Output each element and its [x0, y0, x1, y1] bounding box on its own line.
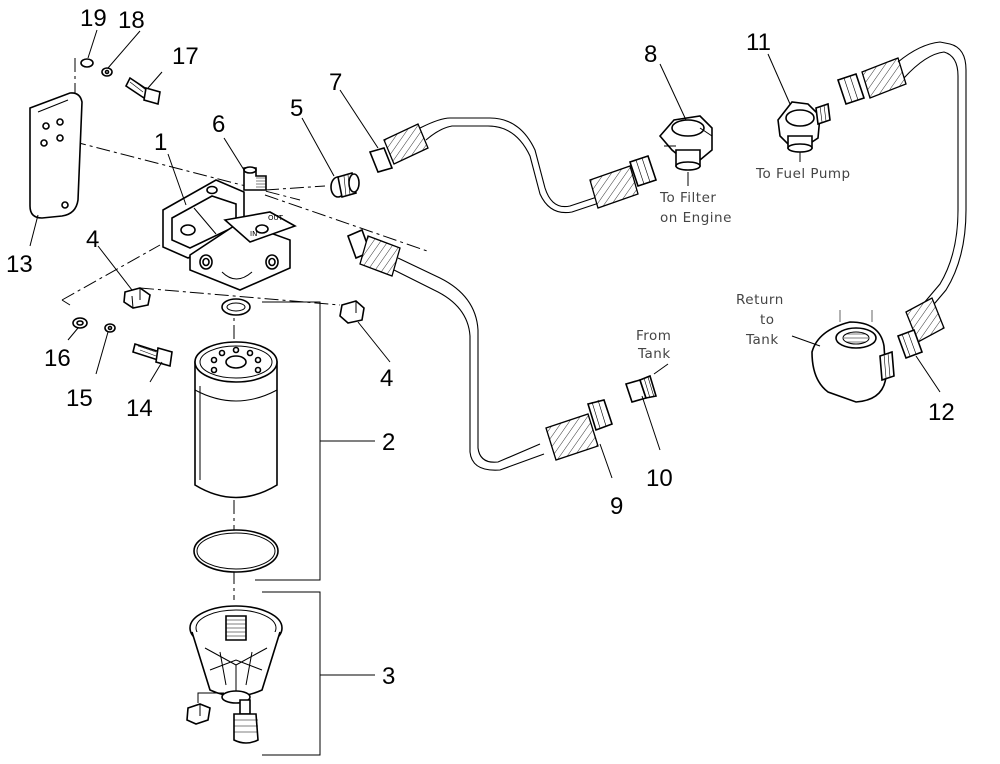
adapter-fitting-5: [330, 171, 360, 199]
return-tank-fitting: [811, 310, 895, 403]
callout-10: 10: [646, 465, 673, 492]
from-tank-label-line1: From: [636, 328, 671, 344]
plug-4-left: [123, 287, 151, 309]
annotations: To Filter on Engine To Fuel Pump From Ta…: [636, 166, 851, 362]
svg-text:IN: IN: [250, 230, 257, 238]
callout-16: 16: [44, 345, 71, 372]
filter-element: [193, 298, 279, 573]
from-tank-label-line2: Tank: [637, 346, 671, 362]
callout-14: 14: [126, 395, 153, 422]
to-filter-label-line2: on Engine: [660, 210, 732, 226]
callout-17: 17: [172, 43, 199, 70]
separator-bowl: [189, 605, 283, 704]
callout-4-left: 4: [86, 226, 99, 253]
drain-plug: [186, 692, 259, 744]
plug-4-right: [339, 300, 365, 324]
lower-bracket-hardware: [72, 317, 173, 368]
return-hose: [836, 41, 967, 360]
callout-11: 11: [746, 29, 771, 56]
elbow-fitting-8: [658, 115, 713, 171]
callout-2: 2: [382, 429, 395, 456]
callout-13: 13: [6, 251, 33, 278]
callout-19: 19: [80, 5, 107, 32]
elbow-fitting-11: [777, 101, 831, 153]
callout-12: 12: [928, 399, 955, 426]
filter-head: IN OUT: [162, 179, 297, 291]
callout-6: 6: [212, 111, 225, 138]
to-filter-label-line1: To Filter: [659, 190, 716, 206]
return-label-line3: Tank: [745, 332, 779, 348]
svg-text:OUT: OUT: [268, 214, 284, 222]
from-tank-leader: [653, 363, 669, 375]
return-label-line1: Return: [736, 292, 784, 308]
hose-from-tank: [346, 228, 614, 471]
callout-3: 3: [382, 663, 395, 690]
callout-8: 8: [644, 41, 657, 68]
upper-bracket-hardware: [80, 58, 161, 106]
hose-to-filter: [419, 117, 658, 214]
adapter-fitting-10: [624, 374, 658, 403]
mounting-bracket: [29, 92, 83, 219]
hose-end-7: [368, 123, 429, 173]
return-leader: [791, 335, 821, 347]
callout-5: 5: [290, 95, 303, 122]
return-label-line2: to: [760, 312, 775, 328]
callout-7: 7: [329, 69, 342, 96]
callout-leaders: [29, 29, 941, 479]
group-brackets: [255, 301, 375, 756]
callout-15: 15: [66, 385, 93, 412]
callout-4-right: 4: [380, 365, 393, 392]
to-fuel-pump-label: To Fuel Pump: [755, 166, 851, 182]
callout-numbers: 1 2 3 4 4 5 6 7 8 9 10 11 12 13 14 15 16…: [6, 5, 955, 690]
callout-9: 9: [610, 493, 623, 520]
callout-18: 18: [118, 7, 145, 34]
elbow-fitting-6: [243, 166, 267, 191]
callout-1: 1: [154, 129, 167, 156]
